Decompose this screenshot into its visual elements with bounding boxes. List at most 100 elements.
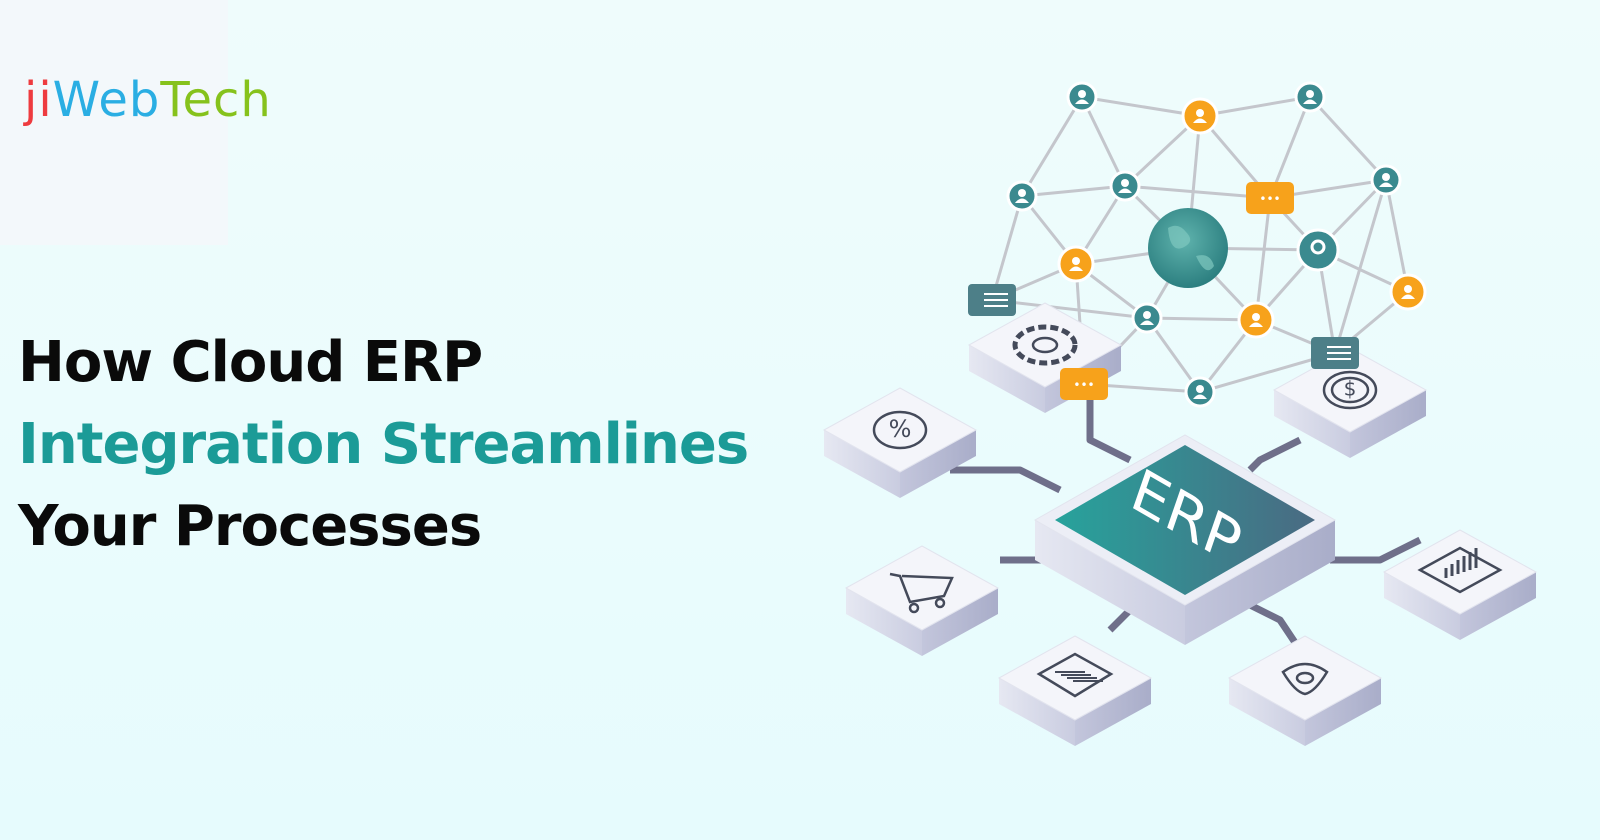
chart-frame xyxy=(1417,546,1503,594)
tile-left-side xyxy=(1035,520,1185,645)
user-icon-body xyxy=(1249,322,1263,327)
user-icon-body xyxy=(1379,182,1393,187)
percent-icon: % xyxy=(872,410,928,450)
network-line xyxy=(1080,96,1127,187)
user-icon-head xyxy=(1196,385,1204,393)
doc-frame xyxy=(1036,652,1114,698)
tiles: %$ xyxy=(822,302,1538,746)
user-icon-head xyxy=(1404,285,1412,293)
icon-ring-inner xyxy=(1330,376,1370,404)
tile-top xyxy=(844,545,1000,631)
shield-check xyxy=(1295,671,1315,685)
network-line xyxy=(1081,95,1201,118)
logo[interactable]: jiWebTech xyxy=(24,72,272,128)
network-line xyxy=(991,298,1148,320)
chat-dots: ••• xyxy=(1259,192,1280,206)
tile-right-side xyxy=(922,588,998,656)
user-node xyxy=(1006,180,1038,212)
document-card-icon xyxy=(1311,337,1359,369)
shield-shape xyxy=(1281,662,1329,696)
tile-right-side xyxy=(1460,572,1536,640)
user-icon-head xyxy=(1196,109,1204,117)
user-node xyxy=(1389,273,1427,311)
user-icon-body xyxy=(1401,294,1415,299)
globe-continents xyxy=(1168,225,1214,271)
tile-shopping-cart xyxy=(844,545,1000,656)
user-icon-head xyxy=(1018,189,1026,197)
tile-top xyxy=(1382,529,1538,615)
network-line xyxy=(1268,96,1312,199)
tile-bar-chart xyxy=(1382,529,1538,640)
user-node xyxy=(1057,245,1095,283)
user-icon-body xyxy=(1118,188,1132,193)
user-icon-body xyxy=(1069,266,1083,271)
cart-wheel xyxy=(934,597,946,609)
shopping-cart-icon xyxy=(889,572,954,614)
percent-glyph: % xyxy=(889,415,912,443)
logo-tech: Tech xyxy=(160,72,272,128)
user-node xyxy=(1237,301,1275,339)
icon-ring xyxy=(872,410,928,450)
tile-right-side xyxy=(900,430,976,498)
user-icon-head xyxy=(1121,179,1129,187)
logo-box xyxy=(0,0,228,245)
user-node xyxy=(1131,302,1163,334)
headline: How Cloud ERP Integration Streamlines Yo… xyxy=(18,322,749,568)
user-icon-body xyxy=(1015,198,1029,203)
cart-body xyxy=(889,572,954,604)
tile-left-side xyxy=(824,430,900,498)
icon-ring xyxy=(1322,370,1378,410)
user-icon-body xyxy=(1193,394,1207,399)
document-icon xyxy=(1036,652,1114,698)
headline-line-3: Your Processes xyxy=(18,494,482,559)
headline-line-1: How Cloud ERP xyxy=(18,330,483,395)
network-line xyxy=(1199,95,1311,118)
chat-bubble xyxy=(1060,368,1108,400)
tile-top xyxy=(822,387,978,473)
pin-circle xyxy=(1296,228,1340,272)
tile-left-side xyxy=(1384,572,1460,640)
dollar-glyph: $ xyxy=(1344,377,1357,401)
logo-web: Web xyxy=(52,72,161,128)
gear-teeth xyxy=(1012,324,1078,366)
tile-document xyxy=(997,635,1153,746)
user-node xyxy=(1184,376,1216,408)
connector-line xyxy=(1247,436,1302,473)
tile-dollar: $ xyxy=(1272,347,1428,458)
tile-right-side xyxy=(1185,520,1335,645)
cart-wheel xyxy=(908,602,920,614)
connector-line xyxy=(1086,400,1132,464)
network-line xyxy=(1384,179,1410,293)
network-line xyxy=(1020,96,1084,197)
network-line xyxy=(1333,179,1388,354)
chat-bubble-icon: ••• xyxy=(1246,182,1294,214)
chat-bubble-icon: ••• xyxy=(1060,368,1108,400)
chat-dots: ••• xyxy=(1073,378,1094,392)
dollar-icon: $ xyxy=(1322,370,1378,410)
user-icon-head xyxy=(1072,257,1080,265)
gear-icon xyxy=(1012,324,1078,366)
network-line xyxy=(990,195,1024,301)
tile-left-side xyxy=(999,678,1075,746)
tile-left-side xyxy=(1274,390,1350,458)
user-icon-body xyxy=(1193,118,1207,123)
network-line xyxy=(1308,95,1388,182)
tile-left-side xyxy=(1229,678,1305,746)
tile-top xyxy=(967,302,1123,388)
tile-right-side xyxy=(1075,678,1151,746)
network-nodes: ••• ••• xyxy=(968,81,1427,408)
chat-bubble xyxy=(1246,182,1294,214)
user-node xyxy=(1370,164,1402,196)
headline-line-2: Integration Streamlines xyxy=(18,412,749,477)
tile-shield xyxy=(1227,635,1383,746)
tile-left-side xyxy=(969,345,1045,413)
user-icon-head xyxy=(1306,90,1314,98)
user-icon-body xyxy=(1140,320,1154,325)
tile-right-side xyxy=(1350,390,1426,458)
connector-line xyxy=(1248,601,1303,652)
location-pin-icon xyxy=(1296,228,1340,272)
pin xyxy=(1310,239,1326,255)
user-icon-body xyxy=(1075,99,1089,104)
user-node xyxy=(1109,170,1141,202)
